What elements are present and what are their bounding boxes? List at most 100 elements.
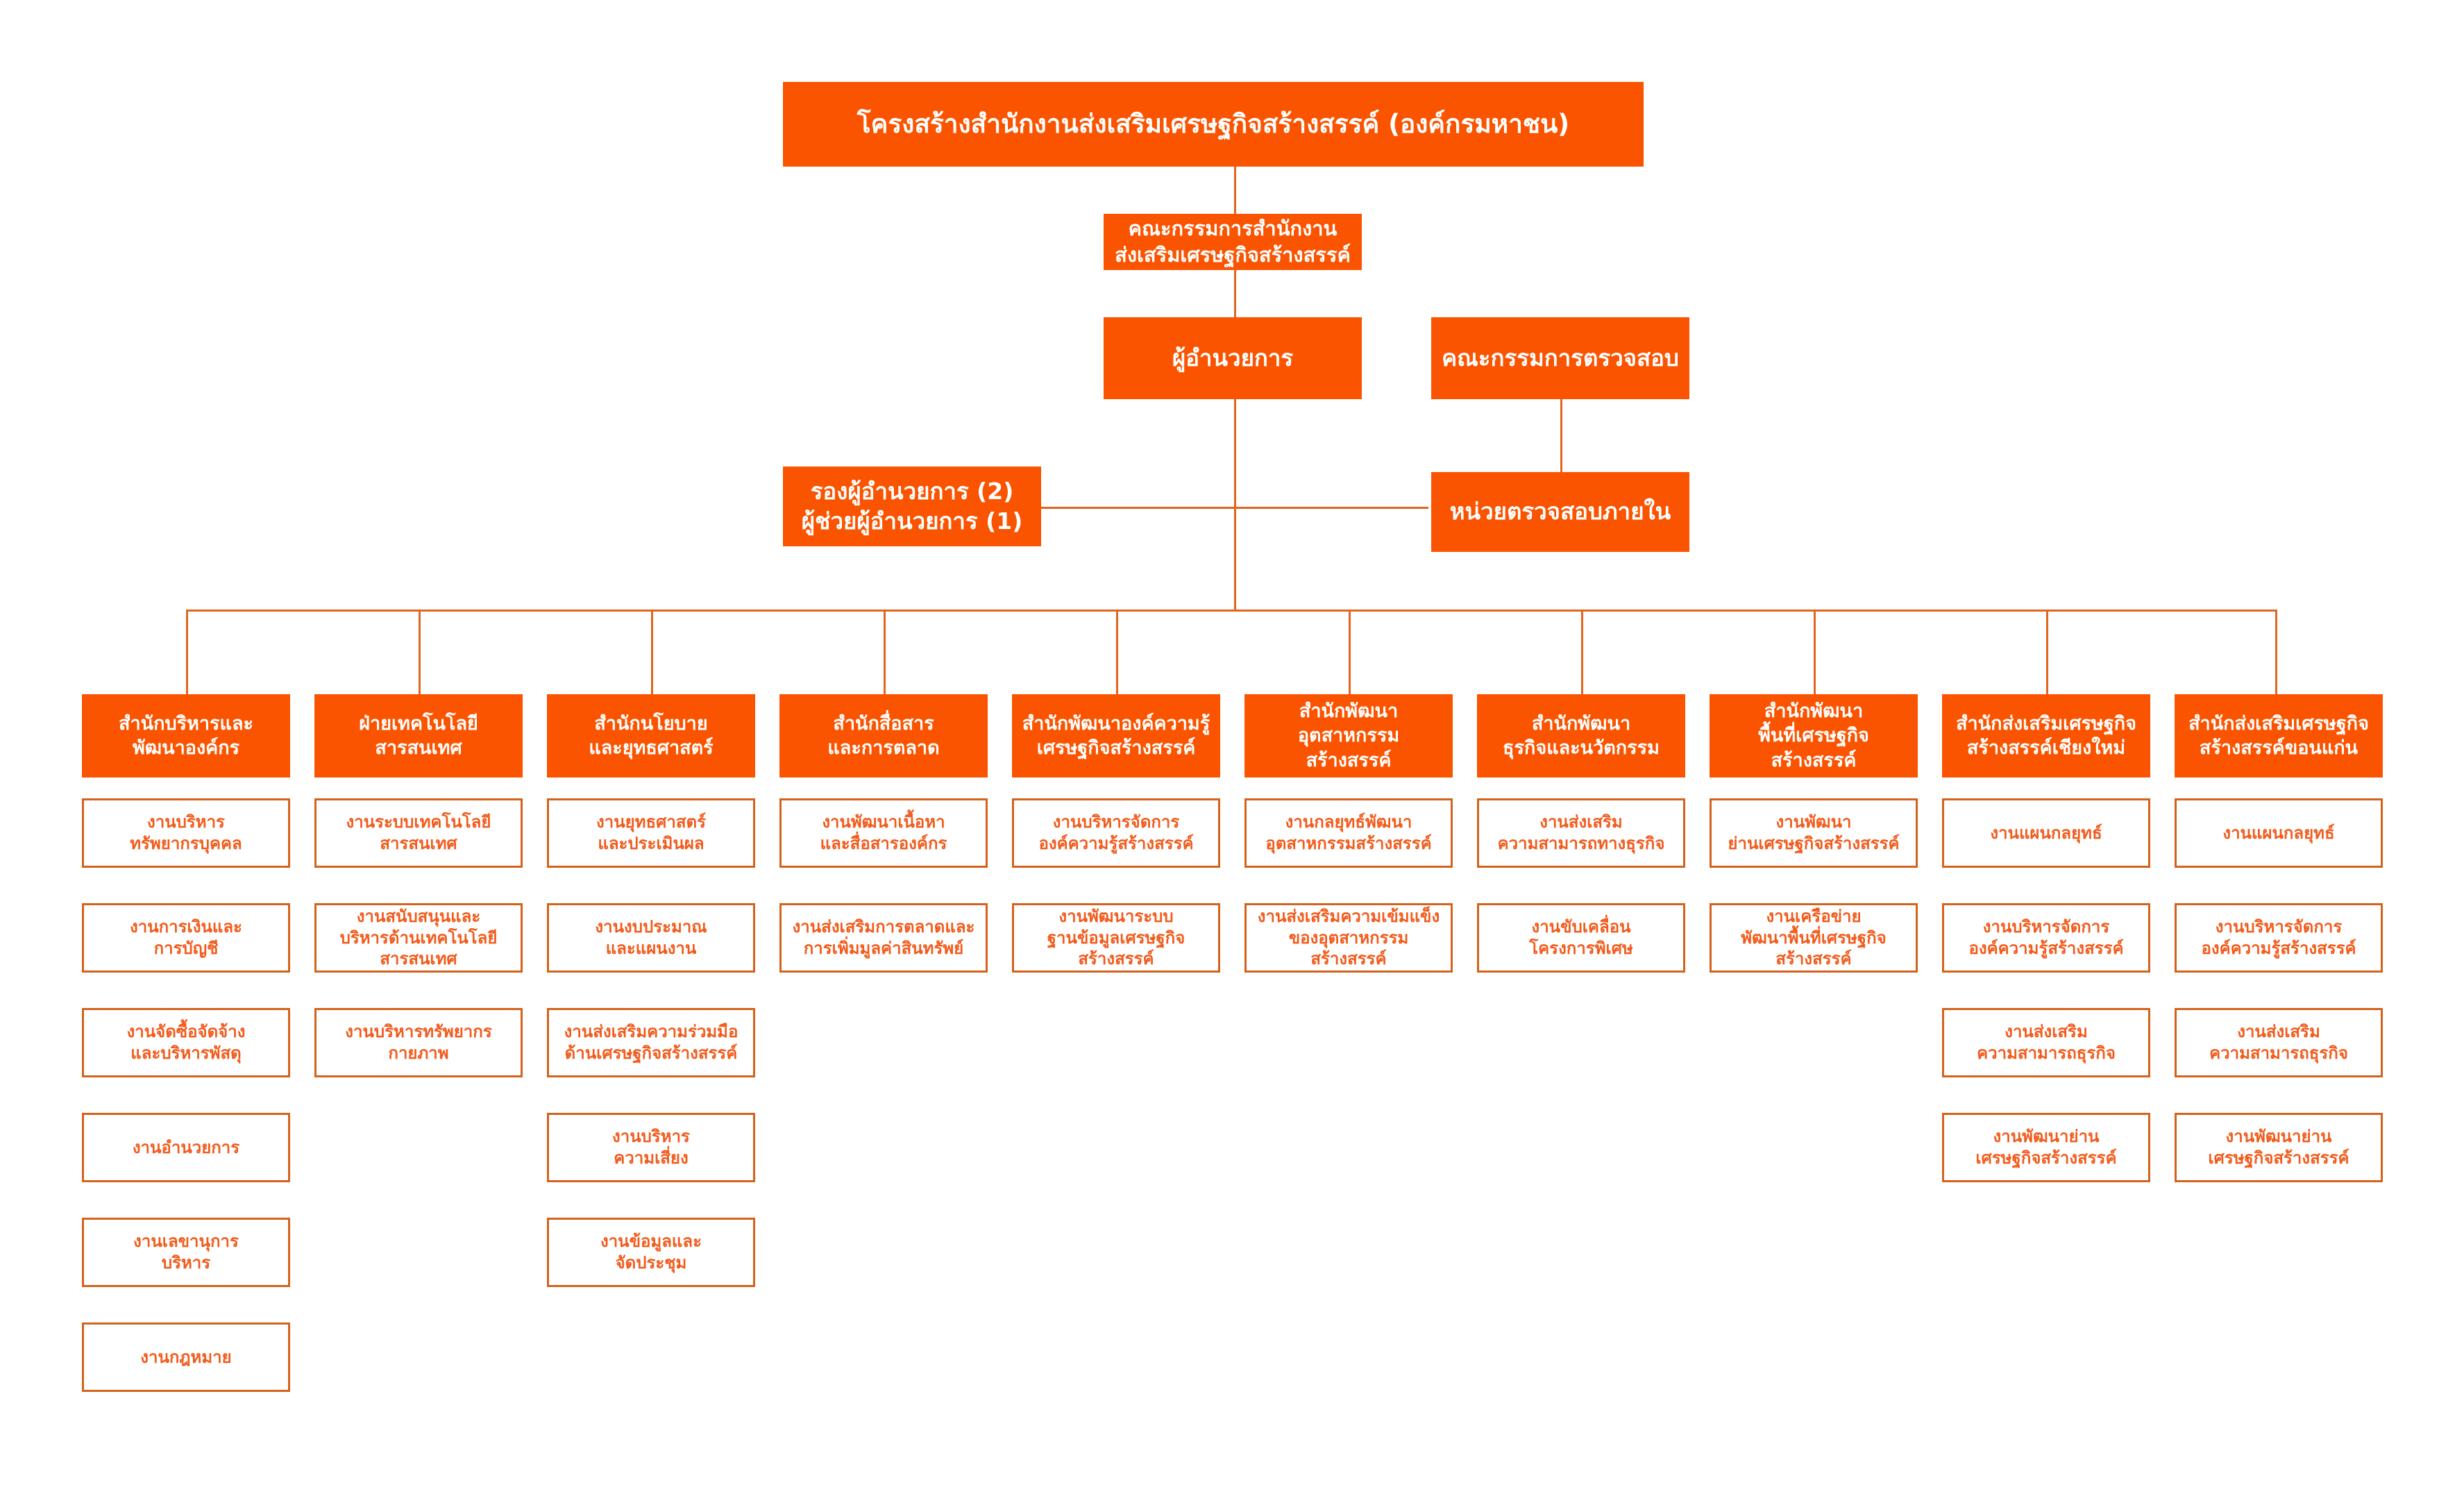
internal-audit-label: หน่วยตรวจสอบภายใน	[1449, 498, 1671, 526]
board-label: คณะกรรมการสำนักงาน ส่งเสริมเศรษฐกิจสร้าง…	[1115, 216, 1351, 267]
connector-drop-dept-5	[1116, 610, 1118, 694]
department-2-label: ฝ่ายเทคโนโลยี สารสนเทศ	[359, 712, 478, 759]
connector-director-spine	[1234, 399, 1236, 610]
node-unit-6-2: งานส่งเสริมความเข้มแข็ง ของอุตสาหกรรมสร้…	[1244, 903, 1453, 973]
node-unit-2-2: งานสนับสนุนและ บริหารด้านเทคโนโลยี สารสน…	[314, 903, 523, 973]
node-audit-committee: คณะกรรมการตรวจสอบ	[1431, 317, 1689, 399]
department-7-label: สำนักพัฒนา ธุรกิจและนวัตกรรม	[1503, 712, 1660, 759]
node-department-2: ฝ่ายเทคโนโลยี สารสนเทศ	[314, 694, 523, 778]
node-unit-3-1: งานยุทธศาสตร์ และประเมินผล	[547, 798, 755, 868]
node-department-7: สำนักพัฒนา ธุรกิจและนวัตกรรม	[1477, 694, 1685, 778]
connector-board-to-director	[1234, 270, 1236, 317]
connector-drop-dept-1	[186, 610, 188, 694]
unit-4-2-label: งานส่งเสริมการตลาดและ การเพิ่มมูลค่าสินท…	[792, 917, 975, 958]
connector-deputy-to-internalaudit	[1041, 507, 1428, 509]
unit-4-1-label: งานพัฒนาเนื้อหา และสื่อสารองค์กร	[820, 812, 947, 853]
department-1-label: สำนักบริหารและ พัฒนาองค์กร	[119, 712, 253, 759]
unit-3-3-label: งานส่งเสริมความร่วมมือ ด้านเศรษฐกิจสร้าง…	[564, 1022, 739, 1063]
connector-auditcommittee-to-internalaudit	[1560, 399, 1562, 472]
node-unit-8-2: งานเครือข่าย พัฒนาพื้นที่เศรษฐกิจ สร้างส…	[1710, 903, 1918, 973]
node-unit-4-2: งานส่งเสริมการตลาดและ การเพิ่มมูลค่าสินท…	[779, 903, 988, 973]
node-department-10: สำนักส่งเสริมเศรษฐกิจ สร้างสรรค์ขอนแก่น	[2175, 694, 2383, 778]
unit-3-1-label: งานยุทธศาสตร์ และประเมินผล	[596, 812, 706, 853]
node-unit-7-1: งานส่งเสริม ความสามารถทางธุรกิจ	[1477, 798, 1685, 868]
unit-1-4-label: งานอำนวยการ	[132, 1137, 240, 1157]
unit-3-4-label: งานบริหาร ความเสี่ยง	[612, 1127, 690, 1168]
node-department-4: สำนักสื่อสาร และการตลาด	[779, 694, 988, 778]
root-label: โครงสร้างสำนักงานส่งเสริมเศรษฐกิจสร้างสร…	[857, 108, 1570, 139]
unit-1-1-label: งานบริหาร ทรัพยากรบุคคล	[130, 812, 242, 853]
node-deputy-director: รองผู้อำนวยการ (2) ผู้ช่วยผู้อำนวยการ (1…	[783, 467, 1041, 546]
deputy-director-label: รองผู้อำนวยการ (2) ผู้ช่วยผู้อำนวยการ (1…	[801, 477, 1023, 535]
unit-2-2-label: งานสนับสนุนและ บริหารด้านเทคโนโลยี สารสน…	[339, 906, 498, 969]
unit-1-6-label: งานกฎหมาย	[140, 1347, 232, 1367]
connector-drop-dept-2	[419, 610, 421, 694]
node-unit-3-4: งานบริหาร ความเสี่ยง	[547, 1113, 755, 1182]
unit-1-3-label: งานจัดซื้อจัดจ้าง และบริหารพัสดุ	[126, 1022, 246, 1063]
node-unit-5-1: งานบริหารจัดการ องค์ความรู้สร้างสรรค์	[1012, 798, 1220, 868]
unit-2-3-label: งานบริหารทรัพยากร กายภาพ	[345, 1022, 492, 1063]
unit-10-3-label: งานส่งเสริม ความสามารถธุรกิจ	[2209, 1022, 2348, 1063]
unit-2-1-label: งานระบบเทคโนโลยี สารสนเทศ	[346, 812, 491, 853]
connector-drop-dept-7	[1581, 610, 1583, 694]
node-unit-10-1: งานแผนกลยุทธ์	[2175, 798, 2383, 868]
unit-3-2-label: งานงบประมาณ และแผนงาน	[595, 917, 707, 958]
node-internal-audit: หน่วยตรวจสอบภายใน	[1431, 472, 1689, 552]
unit-7-2-label: งานขับเคลื่อน โครงการพิเศษ	[1529, 917, 1633, 958]
node-department-1: สำนักบริหารและ พัฒนาองค์กร	[82, 694, 290, 778]
department-3-label: สำนักนโยบาย และยุทธศาสตร์	[589, 712, 714, 759]
node-board: คณะกรรมการสำนักงาน ส่งเสริมเศรษฐกิจสร้าง…	[1104, 214, 1362, 270]
node-root-title: โครงสร้างสำนักงานส่งเสริมเศรษฐกิจสร้างสร…	[783, 82, 1644, 167]
director-label: ผู้อำนวยการ	[1172, 344, 1294, 371]
unit-6-1-label: งานกลยุทธ์พัฒนา อุตสาหกรรมสร้างสรรค์	[1265, 812, 1432, 853]
department-10-label: สำนักส่งเสริมเศรษฐกิจ สร้างสรรค์ขอนแก่น	[2188, 712, 2369, 759]
node-unit-9-3: งานส่งเสริม ความสามารถธุรกิจ	[1942, 1008, 2150, 1077]
node-unit-1-4: งานอำนวยการ	[82, 1113, 290, 1182]
department-8-label: สำนักพัฒนา พื้นที่เศรษฐกิจสร้างสรรค์	[1758, 700, 1869, 771]
unit-5-2-label: งานพัฒนาระบบ ฐานข้อมูลเศรษฐกิจ สร้างสรรค…	[1047, 906, 1185, 969]
audit-committee-label: คณะกรรมการตรวจสอบ	[1442, 344, 1679, 371]
node-unit-7-2: งานขับเคลื่อน โครงการพิเศษ	[1477, 903, 1685, 973]
node-unit-4-1: งานพัฒนาเนื้อหา และสื่อสารองค์กร	[779, 798, 988, 868]
department-6-label: สำนักพัฒนาอุตสาหกรรม สร้างสรรค์	[1297, 700, 1400, 771]
node-unit-6-1: งานกลยุทธ์พัฒนา อุตสาหกรรมสร้างสรรค์	[1244, 798, 1453, 868]
department-9-label: สำนักส่งเสริมเศรษฐกิจ สร้างสรรค์เชียงใหม…	[1956, 712, 2136, 759]
connector-drop-dept-10	[2275, 610, 2277, 694]
node-unit-2-1: งานระบบเทคโนโลยี สารสนเทศ	[314, 798, 523, 868]
unit-1-5-label: งานเลขานุการ บริหาร	[133, 1232, 239, 1272]
connector-drop-dept-3	[651, 610, 653, 694]
node-director: ผู้อำนวยการ	[1104, 317, 1362, 399]
connector-root-to-board	[1234, 167, 1236, 214]
node-unit-10-4: งานพัฒนาย่าน เศรษฐกิจสร้างสรรค์	[2175, 1113, 2383, 1182]
department-5-label: สำนักพัฒนาองค์ความรู้ เศรษฐกิจสร้างสรรค์	[1022, 712, 1210, 759]
node-department-3: สำนักนโยบาย และยุทธศาสตร์	[547, 694, 755, 778]
unit-9-1-label: งานแผนกลยุทธ์	[1990, 823, 2102, 843]
node-unit-1-1: งานบริหาร ทรัพยากรบุคคล	[82, 798, 290, 868]
node-department-8: สำนักพัฒนา พื้นที่เศรษฐกิจสร้างสรรค์	[1710, 694, 1918, 778]
node-unit-1-3: งานจัดซื้อจัดจ้าง และบริหารพัสดุ	[82, 1008, 290, 1077]
connector-department-bus	[186, 610, 2275, 612]
node-department-9: สำนักส่งเสริมเศรษฐกิจ สร้างสรรค์เชียงใหม…	[1942, 694, 2150, 778]
unit-10-1-label: งานแผนกลยุทธ์	[2222, 823, 2335, 843]
node-unit-3-5: งานข้อมูลและ จัดประชุม	[547, 1218, 755, 1287]
unit-8-1-label: งานพัฒนา ย่านเศรษฐกิจสร้างสรรค์	[1728, 812, 1900, 853]
node-unit-8-1: งานพัฒนา ย่านเศรษฐกิจสร้างสรรค์	[1710, 798, 1918, 868]
unit-5-1-label: งานบริหารจัดการ องค์ความรู้สร้างสรรค์	[1038, 812, 1194, 853]
node-unit-9-1: งานแผนกลยุทธ์	[1942, 798, 2150, 868]
node-unit-3-3: งานส่งเสริมความร่วมมือ ด้านเศรษฐกิจสร้าง…	[547, 1008, 755, 1077]
unit-9-3-label: งานส่งเสริม ความสามารถธุรกิจ	[1977, 1022, 2116, 1063]
unit-9-2-label: งานบริหารจัดการ องค์ความรู้สร้างสรรค์	[1968, 917, 2124, 958]
unit-10-2-label: งานบริหารจัดการ องค์ความรู้สร้างสรรค์	[2201, 917, 2356, 958]
node-unit-3-2: งานงบประมาณ และแผนงาน	[547, 903, 755, 973]
unit-8-2-label: งานเครือข่าย พัฒนาพื้นที่เศรษฐกิจ สร้างส…	[1741, 906, 1887, 969]
unit-3-5-label: งานข้อมูลและ จัดประชุม	[600, 1232, 702, 1272]
node-department-5: สำนักพัฒนาองค์ความรู้ เศรษฐกิจสร้างสรรค์	[1012, 694, 1220, 778]
unit-1-2-label: งานการเงินและ การบัญชี	[130, 917, 242, 958]
node-unit-5-2: งานพัฒนาระบบ ฐานข้อมูลเศรษฐกิจ สร้างสรรค…	[1012, 903, 1220, 973]
node-unit-10-2: งานบริหารจัดการ องค์ความรู้สร้างสรรค์	[2175, 903, 2383, 973]
unit-6-2-label: งานส่งเสริมความเข้มแข็ง ของอุตสาหกรรมสร้…	[1257, 906, 1440, 969]
node-unit-1-6: งานกฎหมาย	[82, 1322, 290, 1392]
connector-drop-dept-6	[1349, 610, 1351, 694]
node-unit-9-4: งานพัฒนาย่าน เศรษฐกิจสร้างสรรค์	[1942, 1113, 2150, 1182]
